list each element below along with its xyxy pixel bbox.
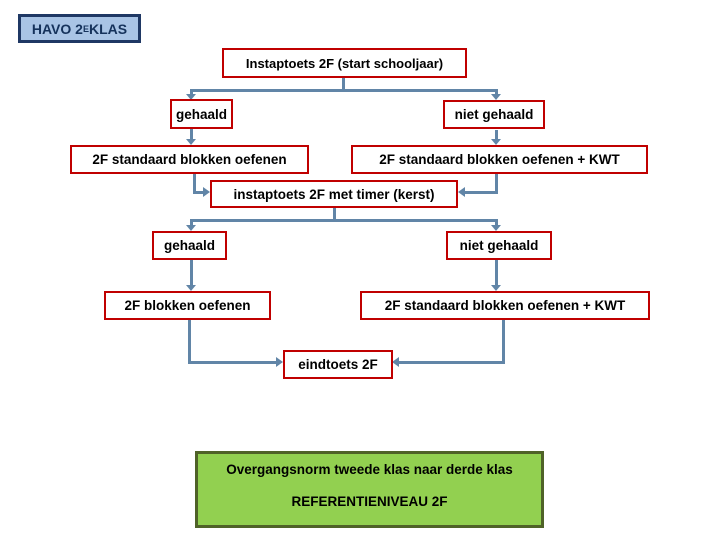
connector-right-to-eind-v [502, 320, 505, 364]
node-gehaald-2: gehaald [152, 231, 227, 260]
arrow-down-icon [491, 94, 501, 100]
connector-gehaald2-down [190, 260, 193, 285]
havo-label-prefix: HAVO 2 [31, 20, 83, 37]
arrow-left-icon [392, 357, 399, 367]
connector-right-to-timer-h [465, 191, 498, 194]
connector-gehaald1-down [190, 129, 193, 140]
node-standaard-blokken-oefenen-1: 2F standaard blokken oefenen [70, 145, 309, 174]
connector-branch-2-left-drop [190, 219, 193, 226]
connector-right-to-timer-v [495, 174, 498, 194]
connector-right-to-eind-h [399, 361, 505, 364]
arrow-right-icon [276, 357, 283, 367]
arrow-down-icon [186, 225, 196, 231]
arrow-down-icon [491, 285, 501, 291]
arrow-down-icon [491, 139, 501, 145]
node-instaptoets-start: Instaptoets 2F (start schooljaar) [222, 48, 467, 78]
node-standaard-blokken-oefenen-kwt-1: 2F standaard blokken oefenen + KWT [351, 145, 648, 174]
connector-left-to-timer-v [193, 174, 196, 194]
connector-nietgehaald1-down [495, 130, 498, 140]
arrow-left-icon [458, 187, 465, 197]
overgangsnorm-title: Overgangsnorm tweede klas naar derde kla… [226, 462, 513, 477]
node-instaptoets-timer: instaptoets 2F met timer (kerst) [210, 180, 458, 208]
connector-branch-2 [190, 219, 498, 222]
connector-nietgehaald2-down [495, 260, 498, 285]
connector-timer-stem [333, 208, 336, 222]
node-overgangsnorm: Overgangsnorm tweede klas naar derde kla… [195, 451, 544, 528]
connector-branch-1 [190, 89, 498, 92]
node-eindtoets: eindtoets 2F [283, 350, 393, 379]
node-standaard-blokken-oefenen-kwt-2: 2F standaard blokken oefenen + KWT [360, 291, 650, 320]
connector-instap-stem [342, 78, 345, 90]
node-niet-gehaald-1: niet gehaald [443, 100, 545, 129]
connector-branch-2-right-drop [495, 219, 498, 226]
connector-branch-1-left-drop [190, 89, 193, 95]
node-gehaald-1: gehaald [170, 99, 233, 129]
arrow-down-icon [186, 285, 196, 291]
node-niet-gehaald-2: niet gehaald [446, 231, 552, 260]
connector-branch-1-right-drop [495, 89, 498, 95]
connector-left-to-timer-h [193, 191, 203, 194]
havo-label-suffix: KLAS [88, 20, 128, 37]
arrow-down-icon [491, 225, 501, 231]
node-blokken-oefenen-2: 2F blokken oefenen [104, 291, 271, 320]
connector-left-to-eind-v [188, 320, 191, 364]
connector-left-to-eind-h [188, 361, 276, 364]
arrow-down-icon [186, 139, 196, 145]
arrow-right-icon [203, 187, 210, 197]
arrow-down-icon [186, 94, 196, 100]
overgangsnorm-subtitle: REFERENTIENIVEAU 2F [291, 494, 448, 509]
